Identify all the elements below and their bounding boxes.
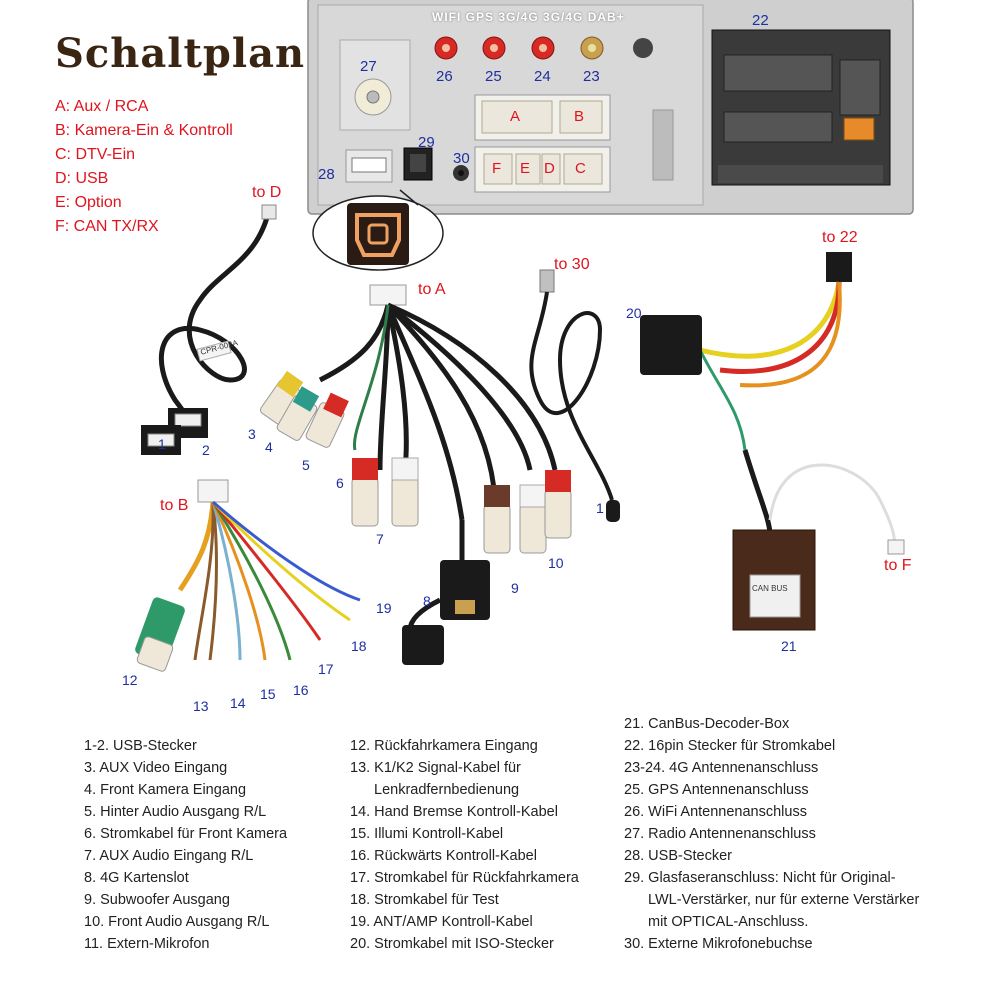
connector-d-label: D: [544, 160, 555, 177]
desc-col2-item: 20. Stromkabel mit ISO-Stecker: [350, 936, 554, 952]
desc-col3-item: LWL-Verstärker, nur für externe Verstärk…: [648, 892, 920, 908]
connector-b-label: B: [574, 108, 585, 125]
part-label-21: 21: [781, 638, 797, 654]
part-label-5: 5: [302, 457, 310, 473]
callout-24: 24: [534, 68, 551, 85]
connector-f-label: F: [492, 160, 502, 177]
usb-cable: [158, 204, 273, 431]
desc-col3-item: 21. CanBus-Decoder-Box: [624, 716, 790, 732]
part-label-10: 10: [548, 555, 564, 571]
part-label-9: 9: [511, 580, 519, 596]
part-label-2: 2: [202, 442, 210, 458]
desc-col3-item: 23-24. 4G Antennenanschluss: [624, 760, 819, 776]
rca-subwoofer: [483, 504, 511, 554]
desc-col1-item: 6. Stromkabel für Front Kamera: [84, 826, 288, 842]
antenna-port-strip: WIFI GPS 3G/4G 3G/4G DAB+: [432, 10, 625, 24]
part-label-4: 4: [265, 439, 273, 455]
desc-col2-item: 19. ANT/AMP Kontroll-Kabel: [350, 914, 533, 930]
desc-col3-item: 22. 16pin Stecker für Stromkabel: [624, 738, 836, 754]
iso-connector-20: [640, 315, 702, 375]
target-label-22: to 22: [822, 229, 858, 246]
callout-28: 28: [318, 166, 335, 183]
legend-item-f: F: CAN TX/RX: [55, 218, 159, 235]
part-label-19: 19: [376, 600, 392, 616]
callout-26: 26: [436, 68, 453, 85]
callout-25: 25: [485, 68, 502, 85]
part-label-1: 1: [158, 436, 166, 452]
desc-col1-item: 4. Front Kamera Eingang: [84, 782, 247, 798]
desc-col3-item: mit OPTICAL-Anschluss.: [648, 914, 809, 930]
decoder-tag: CAN BUS: [752, 584, 788, 593]
desc-col2-item: 16. Rückwärts Kontroll-Kabel: [350, 848, 537, 864]
part-label-3: 3: [248, 426, 256, 442]
part-label-1-mic: 1: [596, 500, 604, 516]
target-label-b: to B: [160, 497, 189, 514]
part-label-20: 20: [626, 305, 642, 321]
callout-29: 29: [418, 134, 435, 151]
part-label-12: 12: [122, 672, 138, 688]
target-label-30: to 30: [554, 256, 590, 273]
desc-col1-item: 9. Subwoofer Ausgang: [84, 892, 230, 908]
desc-col3-item: 25. GPS Antennenanschluss: [624, 782, 809, 798]
legend-item-a: A: Aux / RCA: [55, 98, 149, 115]
desc-col3-item: 26. WiFi Antennenanschluss: [624, 804, 807, 820]
rca-aux-audio-r: [351, 477, 379, 527]
desc-col1-item: 10. Front Audio Ausgang R/L: [84, 914, 270, 930]
desc-col2-item: Lenkradfernbedienung: [374, 782, 520, 798]
part-label-13: 13: [193, 698, 209, 714]
target-label-f: to F: [884, 557, 912, 574]
desc-col1-item: 8. 4G Kartenslot: [84, 870, 189, 886]
callout-30: 30: [453, 150, 470, 167]
part-label-7: 7: [376, 531, 384, 547]
legend-item-d: D: USB: [55, 170, 109, 187]
desc-col2-item: 15. Illumi Kontroll-Kabel: [350, 826, 504, 842]
connector-c-label: C: [575, 160, 586, 177]
target-label-a: to A: [418, 281, 446, 298]
legend-item-c: C: DTV-Ein: [55, 146, 136, 163]
part-label-16: 16: [293, 682, 309, 698]
iso-plug-22: [826, 252, 852, 282]
desc-col1-item: 11. Extern-Mikrofon: [84, 936, 210, 952]
connector-a-label: A: [510, 108, 521, 125]
rca-front-audio-l: [544, 489, 572, 539]
desc-col1-item: 1-2. USB-Stecker: [84, 738, 197, 754]
part-label-6: 6: [336, 475, 344, 491]
connector-e-label: E: [520, 160, 531, 177]
desc-col1-item: 3. AUX Video Eingang: [84, 760, 228, 776]
callout-23: 23: [583, 68, 600, 85]
part-label-8: 8: [423, 593, 431, 609]
desc-col3-item: 29. Glasfaseranschluss: Nicht für Origin…: [624, 870, 896, 886]
desc-col3-item: 28. USB-Stecker: [624, 848, 732, 864]
desc-col1-item: 7. AUX Audio Eingang R/L: [84, 848, 254, 864]
external-mic: [606, 500, 620, 522]
part-label-17: 17: [318, 661, 334, 677]
part-label-15: 15: [260, 686, 276, 702]
target-label-d: to D: [252, 184, 282, 201]
rca-aux-audio-l: [391, 477, 419, 527]
callout-22: 22: [752, 12, 769, 29]
desc-col3-item: 30. Externe Mikrofonebuchse: [624, 936, 813, 952]
desc-col2-item: 18. Stromkabel für Test: [350, 892, 499, 908]
desc-col2-item: 13. K1/K2 Signal-Kabel für: [350, 760, 521, 776]
callout-27: 27: [360, 58, 377, 75]
rca-front-audio-r: [519, 504, 547, 554]
desc-col2-item: 17. Stromkabel für Rückfahrkamera: [350, 870, 579, 886]
legend-item-e: E: Option: [55, 194, 122, 211]
dab-port: [633, 38, 653, 58]
desc-col3-item: 27. Radio Antennenanschluss: [624, 826, 816, 842]
desc-col2-item: 14. Hand Bremse Kontroll-Kabel: [350, 804, 558, 820]
legend-item-b: B: Kamera-Ein & Kontroll: [55, 122, 233, 139]
page-title: Schaltplan: [55, 30, 306, 77]
desc-col2-item: 12. Rückfahrkamera Eingang: [350, 738, 538, 754]
part-label-18: 18: [351, 638, 367, 654]
part-label-14: 14: [230, 695, 246, 711]
4g-card-slot: [440, 560, 490, 620]
desc-col1-item: 5. Hinter Audio Ausgang R/L: [84, 804, 267, 820]
